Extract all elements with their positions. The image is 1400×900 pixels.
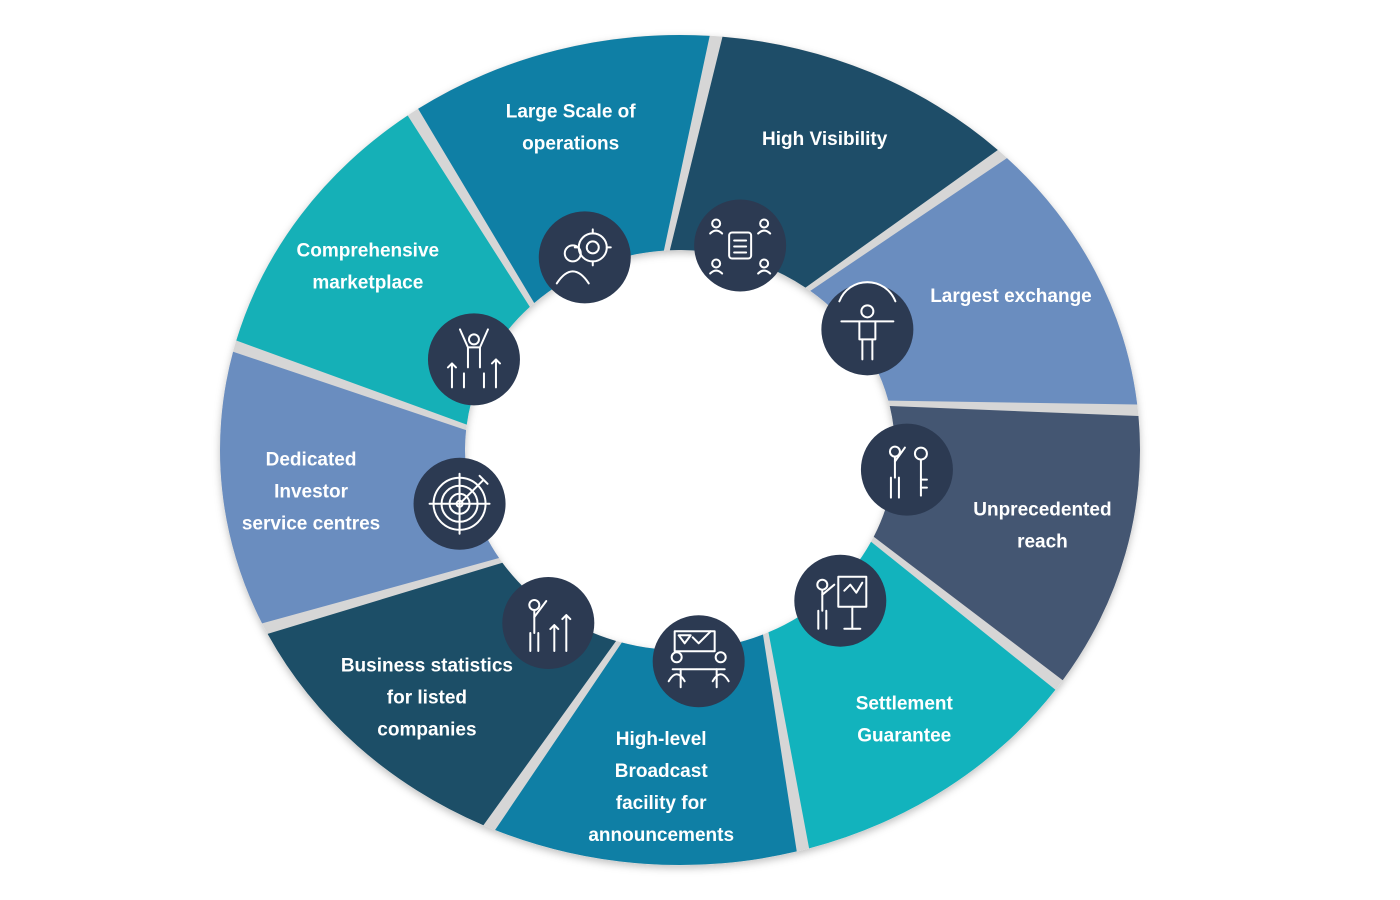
person-celebrating-arrows-icon bbox=[427, 313, 520, 406]
icon-glyph bbox=[709, 218, 772, 275]
segment-label-line: Comprehensive bbox=[297, 241, 440, 262]
icon-glyph bbox=[446, 328, 501, 389]
icon-glyph bbox=[838, 281, 897, 361]
icon-glyph bbox=[667, 630, 730, 689]
icon-badge-circle bbox=[821, 283, 914, 376]
icon-glyph bbox=[428, 472, 491, 535]
segment-label-comprehensive-marketplace: Comprehensive marketplace bbox=[297, 241, 440, 294]
segment-label-line: Unprecedented bbox=[973, 499, 1111, 520]
icon-badge-circle bbox=[502, 577, 595, 670]
icon-glyph bbox=[816, 575, 868, 630]
icon-badge-circle bbox=[860, 423, 953, 516]
segment-label-largest-exchange: Largest exchange bbox=[930, 286, 1092, 307]
people-network-icon bbox=[694, 199, 787, 292]
segment-label-line: marketplace bbox=[312, 273, 423, 294]
segment-label-high-visibility: High Visibility bbox=[762, 129, 888, 150]
person-with-key-icon bbox=[860, 423, 953, 516]
segment-label-line: High-level bbox=[616, 729, 707, 750]
icon-badge-circle bbox=[538, 211, 631, 304]
segment-label-line: High Visibility bbox=[762, 129, 888, 150]
segment-label-large-scale-operations: Large Scale of operations bbox=[506, 101, 637, 154]
segment-label-line: Investor bbox=[274, 482, 349, 503]
segment-label-business-statistics: Business statistics for listed companies bbox=[341, 655, 513, 740]
segment-large-scale-operations bbox=[418, 34, 710, 304]
segment-label-line: for listed bbox=[387, 687, 467, 708]
segment-label-line: Settlement bbox=[856, 693, 954, 714]
icon-badge-circle bbox=[652, 615, 745, 708]
segment-label-line: Guarantee bbox=[857, 725, 951, 746]
segment-investor-service-centres bbox=[219, 351, 500, 624]
ring-segments bbox=[219, 34, 1141, 865]
icon-glyph bbox=[555, 228, 612, 285]
icon-glyph bbox=[528, 599, 572, 653]
segment-label-line: Largest exchange bbox=[930, 286, 1092, 307]
segment-label-line: Broadcast bbox=[615, 761, 709, 782]
segment-label-line: operations bbox=[522, 133, 619, 154]
segment-label-line: service centres bbox=[242, 514, 380, 535]
target-dartboard-icon bbox=[413, 457, 506, 550]
segment-label-line: companies bbox=[377, 719, 476, 740]
icon-glyph bbox=[888, 445, 928, 499]
icon-badge-circle bbox=[427, 313, 520, 406]
presenter-board-icon bbox=[794, 554, 887, 647]
segment-label-line: Dedicated bbox=[266, 450, 357, 471]
ring-icons bbox=[413, 199, 953, 708]
person-arms-spread-icon bbox=[821, 281, 914, 376]
segment-label-unprecedented-reach: Unprecedented reach bbox=[973, 499, 1111, 552]
segment-label-line: Large Scale of bbox=[506, 101, 637, 122]
meeting-table-icon bbox=[652, 615, 745, 708]
segment-label-line: announcements bbox=[588, 825, 734, 846]
segment-label-line: Business statistics bbox=[341, 655, 513, 676]
person-gear-icon bbox=[538, 211, 631, 304]
segment-label-line: facility for bbox=[616, 793, 707, 814]
segment-label-line: reach bbox=[1017, 531, 1068, 552]
growth-arrows-person-icon bbox=[502, 577, 595, 670]
icon-badge-circle bbox=[794, 554, 887, 647]
